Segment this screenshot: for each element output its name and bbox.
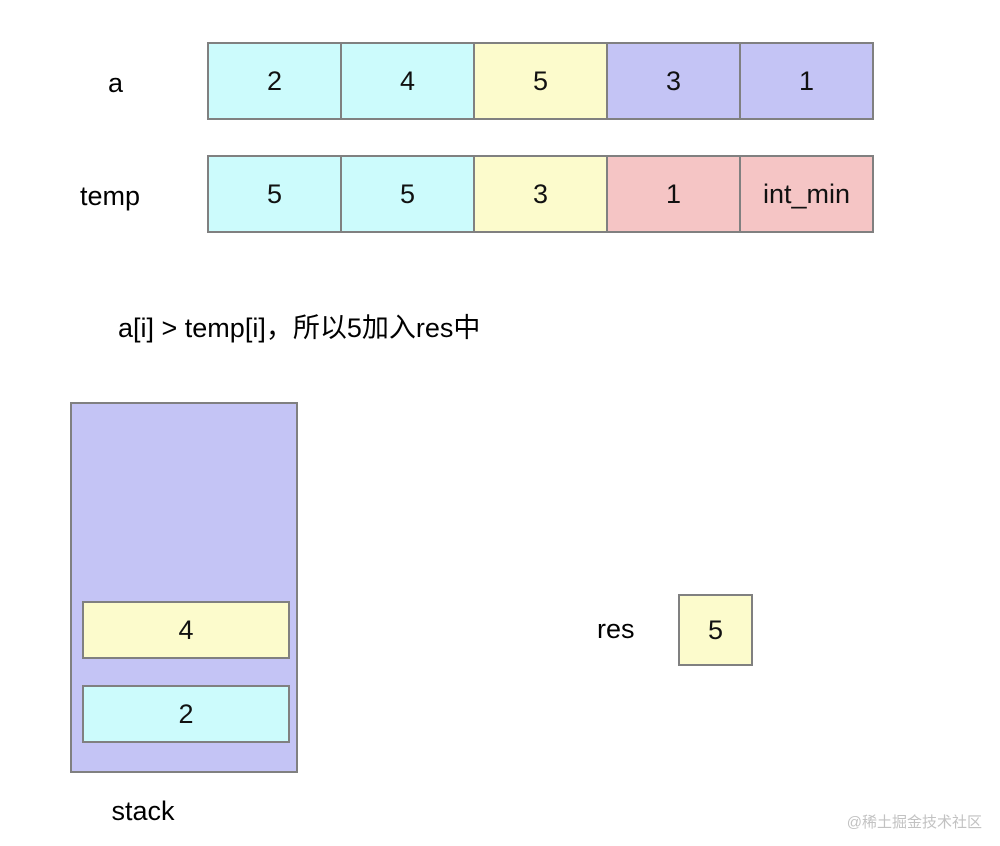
array-a-cell-2: 5 (473, 42, 608, 120)
array-a-cell-3: 3 (606, 42, 741, 120)
array-a-cell-1: 4 (340, 42, 475, 120)
array-temp-cell-2: 3 (473, 155, 608, 233)
caption-text: a[i] > temp[i]，所以5加入res中 (118, 313, 481, 343)
array-a-cell-4: 1 (739, 42, 874, 120)
array-a: 2 4 5 3 1 (207, 42, 874, 120)
array-a-cell-0: 2 (207, 42, 342, 120)
watermark: @稀土掘金技术社区 (846, 814, 982, 831)
array-temp-cell-3: 1 (606, 155, 741, 233)
res-label: res (597, 614, 635, 644)
array-temp-cell-1: 5 (340, 155, 475, 233)
array-temp: 5 5 3 1 int_min (207, 155, 874, 233)
array-label-temp: temp (80, 181, 141, 211)
array-temp-cell-0: 5 (207, 155, 342, 233)
stack-item: 2 (82, 685, 290, 743)
res-cell-0: 5 (678, 594, 753, 666)
array-temp-cell-4: int_min (739, 155, 874, 233)
stack-label: stack (111, 796, 175, 826)
stack-item: 4 (82, 601, 290, 659)
array-label-a: a (108, 68, 124, 98)
stack-container: 4 2 (70, 402, 298, 773)
